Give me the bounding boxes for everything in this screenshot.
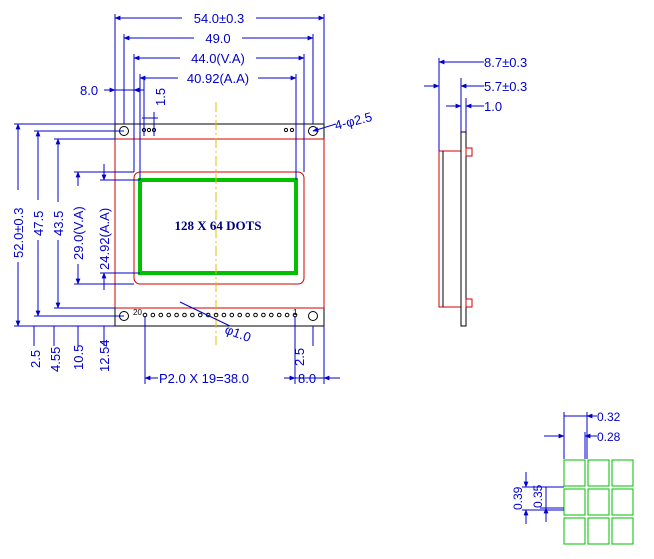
pixel-dot bbox=[611, 459, 634, 487]
pin-hole bbox=[229, 312, 235, 318]
pin-label-first: 20 bbox=[133, 308, 142, 317]
dim-dot-height: 0.35 bbox=[531, 484, 545, 508]
dim-dot-pitch-y: 0.39 bbox=[511, 486, 525, 510]
pin-hole bbox=[253, 312, 258, 318]
pixel-dot bbox=[587, 517, 610, 545]
dim-dot-width: 0.28 bbox=[597, 430, 621, 444]
dim-active-area-height: 24.92(A.A) bbox=[97, 208, 112, 270]
dim-right-gap: 2.5 bbox=[292, 348, 307, 366]
pad-top-right-1 bbox=[283, 127, 289, 133]
dim-pad-offset: 1.5 bbox=[153, 88, 168, 106]
side-view: 8.7±0.3 5.7±0.3 1.0 bbox=[424, 55, 527, 327]
dim-right-offset: 8.0 bbox=[298, 371, 316, 386]
dim-bottom-b: 4.55 bbox=[48, 347, 63, 372]
side-body-outline bbox=[438, 150, 462, 308]
pixel-dot bbox=[563, 517, 586, 545]
side-tab-top bbox=[465, 147, 473, 157]
screen-label: 128 X 64 DOTS bbox=[174, 218, 261, 233]
pin-hole bbox=[237, 312, 243, 318]
pixel-dot bbox=[563, 459, 586, 487]
top-dimensions: 54.0±0.3 49.0 44.0(V.A) 40.92(A.A) 8.0 1… bbox=[80, 11, 374, 180]
pin-hole bbox=[150, 312, 156, 318]
dim-module-thickness: 5.7±0.3 bbox=[484, 79, 527, 94]
dim-hole-pitch-y: 47.5 bbox=[31, 211, 46, 236]
pixel-dot bbox=[587, 488, 610, 516]
dim-active-area-width: 40.92(A.A) bbox=[187, 71, 249, 86]
side-pcb bbox=[460, 131, 467, 327]
dim-pin-pitch: P2.0 X 19=38.0 bbox=[159, 371, 249, 386]
pin-hole bbox=[245, 312, 250, 318]
dim-board-height: 43.5 bbox=[51, 211, 66, 236]
pixel-dot bbox=[611, 488, 634, 516]
pixel-dot bbox=[587, 459, 610, 487]
view-area-outline bbox=[133, 171, 305, 285]
pad-top-left-2 bbox=[146, 127, 152, 133]
pin-label-last: 1 bbox=[293, 308, 298, 317]
active-area bbox=[138, 178, 298, 275]
dim-view-area-height: 29.0(V.A) bbox=[71, 206, 86, 260]
pin-row bbox=[142, 312, 298, 318]
dot-detail: 0.32 0.28 0.39 0.35 bbox=[511, 410, 634, 545]
dim-outline-width: 54.0±0.3 bbox=[194, 11, 245, 26]
dim-bottom-c: 10.5 bbox=[71, 345, 86, 370]
pin-hole bbox=[221, 312, 227, 318]
pin-hole bbox=[213, 312, 219, 318]
pin-hole bbox=[284, 312, 290, 318]
pixel-dot bbox=[563, 488, 586, 516]
dim-pin-hole: φ1.0 bbox=[223, 322, 253, 345]
pin-hole bbox=[166, 312, 171, 318]
dim-dot-pitch-x: 0.32 bbox=[597, 410, 621, 424]
pin-hole bbox=[182, 312, 187, 318]
left-dimensions: 52.0±0.3 47.5 43.5 29.0(V.A) 24.92(A.A) … bbox=[11, 123, 140, 372]
dim-bottom-a: 2.5 bbox=[28, 350, 43, 368]
dim-mount-hole: 4-φ2.5 bbox=[333, 109, 374, 133]
front-view: 20 1 128 X 64 DOTS bbox=[114, 102, 325, 345]
dim-total-thickness: 8.7±0.3 bbox=[484, 55, 527, 70]
pad-top-right-2 bbox=[289, 127, 295, 133]
side-tab-bottom bbox=[465, 298, 473, 308]
pcb-outline bbox=[114, 138, 325, 309]
dim-view-area-width: 44.0(V.A) bbox=[191, 51, 245, 66]
pin-hole bbox=[197, 312, 203, 318]
dim-hole-pitch-x: 49.0 bbox=[205, 31, 230, 46]
pixel-dot bbox=[611, 517, 634, 545]
bottom-dimensions: P2.0 X 19=38.0 8.0 φ1.0 2.5 bbox=[144, 301, 340, 386]
pin-hole bbox=[276, 312, 282, 318]
pin-hole bbox=[158, 312, 164, 318]
dim-bottom-d: 12.54 bbox=[97, 339, 112, 372]
dim-outline-height: 52.0±0.3 bbox=[11, 207, 26, 258]
pin-hole bbox=[261, 312, 266, 318]
dot-grid bbox=[563, 459, 634, 545]
mount-hole-bottom-right bbox=[308, 311, 318, 321]
pin-hole bbox=[269, 312, 274, 318]
pin-hole bbox=[174, 312, 179, 318]
dim-left-offset: 8.0 bbox=[80, 83, 98, 98]
dim-pcb-thickness: 1.0 bbox=[484, 99, 502, 114]
pin-hole bbox=[190, 312, 195, 318]
